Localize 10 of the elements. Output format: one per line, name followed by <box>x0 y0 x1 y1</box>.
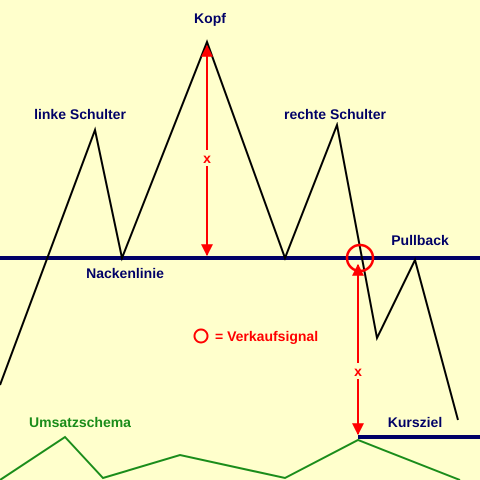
peak-label: Kopf <box>192 10 228 26</box>
chart-label: Umsatzschema <box>27 414 133 430</box>
peak-label: rechte Schulter <box>282 106 388 122</box>
dimension-label: x <box>352 363 364 379</box>
legend-text: = Verkaufsignal <box>215 328 318 344</box>
line-label: Nackenlinie <box>84 265 166 281</box>
dimension-label: x <box>201 150 213 166</box>
line-label: Kursziel <box>386 414 444 430</box>
point-label: Pullback <box>389 232 451 248</box>
peak-label: linke Schulter <box>32 106 128 122</box>
